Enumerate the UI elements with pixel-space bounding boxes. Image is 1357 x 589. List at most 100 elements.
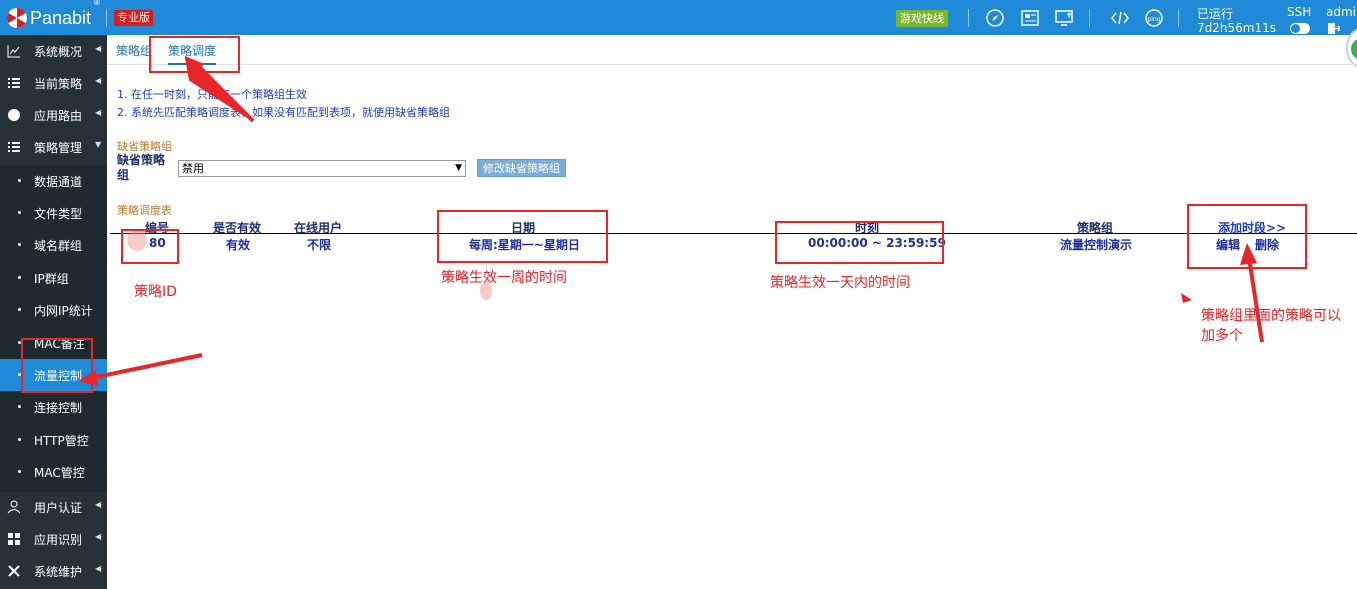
ping-text: ping — [1147, 16, 1160, 23]
sidebar-subitem-label: MAC备注 — [34, 337, 85, 351]
sidebar-item-label: 系统维护 — [34, 565, 83, 579]
row-date: 每周:星期一~星期日 — [469, 238, 580, 252]
column-header-policy-group: 策略组 — [1077, 221, 1114, 235]
chevron-left-icon: ◀ — [95, 500, 102, 509]
row-policy-group-link[interactable]: 流量控制演示 — [1060, 238, 1133, 252]
notes: 1. 在任一时刻，只能有一个策略组生效 2. 系统先匹配策略调度表，如果没有匹配… — [117, 86, 450, 122]
annotation-box-time — [775, 221, 944, 264]
code-icon[interactable] — [1110, 8, 1130, 28]
ssh-toggle[interactable] — [1290, 23, 1310, 34]
schedule-table-title: 策略调度表 — [117, 204, 172, 217]
tab-policy-group[interactable]: 策略组 — [116, 44, 153, 58]
sidebar-subitem-label: 域名群组 — [34, 239, 83, 253]
annotation-blob — [480, 282, 492, 300]
sidebar-item-system-maintenance[interactable]: 系统维护 ◀ — [0, 555, 107, 587]
annotation-group-note: 策略组里面的策略可以加多个 — [1201, 308, 1341, 344]
compass-icon[interactable] — [985, 8, 1005, 28]
row-time: 00:00:00 ~ 23:59:59 — [808, 236, 946, 250]
sidebar-subitem-label: MAC管控 — [34, 466, 85, 480]
add-time-slot-link[interactable]: 添加时段>> — [1218, 221, 1287, 235]
sidebar-subitem-label: 连接控制 — [34, 401, 83, 415]
row-delete-link[interactable]: 删除 — [1255, 238, 1280, 252]
default-group-select[interactable]: 禁用 ▼ — [178, 160, 466, 177]
chevron-left-icon: ◀ — [95, 564, 102, 573]
note-line: 1. 在任一时刻，只能有一个策略组生效 — [117, 88, 307, 101]
chevron-left-icon: ◀ — [95, 108, 102, 117]
monitor-upload-icon[interactable] — [1054, 8, 1074, 28]
sidebar-subitem-file-type[interactable]: 文件类型 — [0, 197, 107, 229]
sidebar-subitem-label: 内网IP统计 — [34, 304, 93, 318]
bullet — [18, 243, 21, 246]
chevron-left-icon: ◀ — [95, 44, 102, 53]
uptime-label: 已运行 — [1197, 7, 1234, 21]
bullet — [18, 438, 21, 441]
annotation-blob — [127, 229, 147, 251]
modify-default-group-button[interactable]: 修改缺省策略组 — [477, 159, 566, 177]
annotation-box-id — [121, 229, 179, 264]
uptime-value: 7d2h56m11s — [1197, 21, 1276, 35]
sidebar-item-app-routing[interactable]: 应用路由 ◀ — [0, 99, 107, 131]
sidebar-item-label: 应用识别 — [34, 533, 83, 547]
column-header-online-users: 在线用户 — [294, 221, 343, 235]
sidebar-item-label: 当前策略 — [34, 77, 83, 91]
sidebar-item-label: 系统概况 — [34, 45, 83, 59]
sidebar-subitem-data-channel[interactable]: 数据通道 — [0, 165, 107, 197]
bullet — [18, 373, 21, 376]
tab-bar: 策略组 策略调度 — [107, 35, 1357, 65]
sidebar-subitem-connection-control[interactable]: 连接控制 — [0, 391, 107, 423]
annotation-day-time: 策略生效一天内的时间 — [770, 275, 910, 291]
divider — [1089, 9, 1090, 27]
logout-icon[interactable] — [1328, 23, 1340, 34]
sidebar-item-system-overview[interactable]: 系统概况 ◀ — [0, 35, 107, 67]
schedule-table-header: 编号 是否有效 在线用户 日期 时刻 策略组 添加时段>> — [110, 218, 1357, 235]
sidebar-subitem-lan-ip-stats[interactable]: 内网IP统计 — [0, 294, 107, 326]
admin-label[interactable]: admin — [1326, 5, 1357, 19]
column-header-id: 编号 — [145, 221, 170, 235]
select-value: 禁用 — [182, 162, 204, 175]
sidebar-subitem-label: 数据通道 — [34, 175, 83, 189]
row-valid: 有效 — [226, 238, 251, 252]
line-chart-icon — [7, 45, 20, 58]
ping-icon[interactable]: ping — [1144, 8, 1164, 28]
sidebar-subitem-label: HTTP管控 — [34, 434, 89, 448]
sidebar-subitem-ip-group[interactable]: IP群组 — [0, 262, 107, 294]
row-id: 80 — [149, 236, 166, 250]
game-fastlane-button[interactable]: 游戏快线 — [896, 10, 948, 27]
column-header-time: 时刻 — [855, 221, 880, 235]
divider — [968, 9, 969, 27]
edition-badge: 专业版 — [114, 10, 153, 26]
divider — [1178, 9, 1179, 27]
sidebar-subitem-mac-note[interactable]: MAC备注 — [0, 327, 107, 359]
grid-icon — [8, 533, 20, 545]
sidebar-item-label: 应用路由 — [34, 109, 83, 123]
bullet — [18, 211, 21, 214]
sidebar-item-user-auth[interactable]: 用户认证 ◀ — [0, 491, 107, 523]
row-edit-link[interactable]: 编辑 — [1216, 238, 1241, 252]
bullet — [18, 470, 21, 473]
bullet — [18, 308, 21, 311]
annotation-box-sidebar — [21, 338, 93, 393]
column-header-date: 日期 — [511, 221, 536, 235]
bullet — [18, 341, 21, 344]
row-online-users: 不限 — [307, 238, 332, 252]
bullet — [18, 405, 21, 408]
sidebar-subitem-domain-group[interactable]: 域名群组 — [0, 229, 107, 261]
sidebar-item-policy-management[interactable]: 策略管理 ▼ — [0, 131, 107, 163]
ssh-label: SSH — [1287, 5, 1312, 19]
image-icon[interactable] — [1020, 8, 1040, 28]
chevron-left-icon: ◀ — [95, 76, 102, 85]
logo-text: Panabit — [30, 7, 92, 28]
registered-mark: ® — [93, 0, 101, 7]
annotation-policy-id: 策略ID — [134, 284, 177, 300]
submenu-background — [0, 165, 107, 492]
sidebar-subitem-label: IP群组 — [34, 272, 69, 286]
divider — [106, 9, 107, 27]
column-header-valid: 是否有效 — [213, 221, 262, 235]
annotation-box-tab — [149, 36, 240, 73]
tools-icon — [8, 565, 20, 577]
sidebar-subitem-http-control[interactable]: HTTP管控 — [0, 424, 107, 456]
sidebar-subitem-mac-control[interactable]: MAC管控 — [0, 456, 107, 488]
logo[interactable]: Panabit — [6, 6, 91, 30]
sidebar-item-current-policy[interactable]: 当前策略 ◀ — [0, 67, 107, 99]
sidebar-item-app-identify[interactable]: 应用识别 ◀ — [0, 523, 107, 555]
